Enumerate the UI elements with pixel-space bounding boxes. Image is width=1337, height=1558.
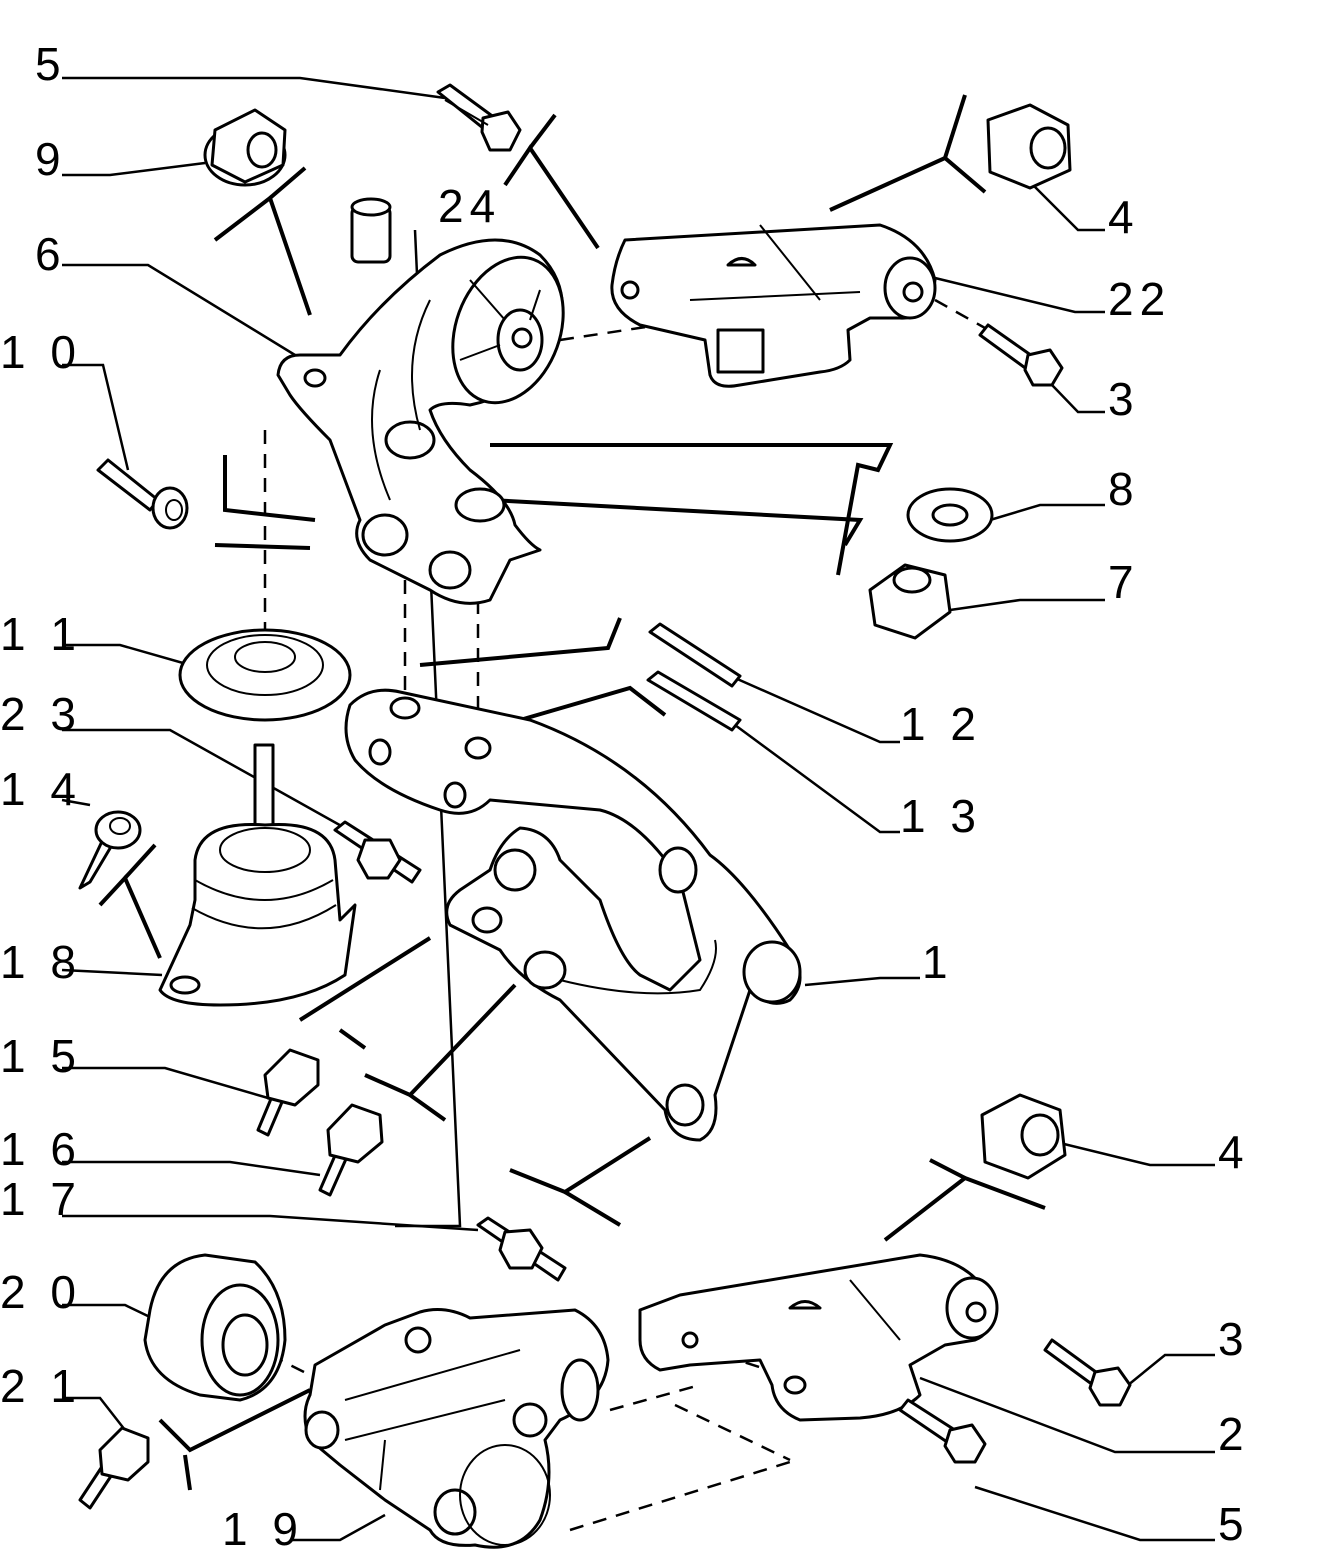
callout-14: 1 4 xyxy=(0,763,82,815)
nut-4-top xyxy=(986,103,1072,190)
stud-13 xyxy=(646,670,742,732)
callout-12: 1 2 xyxy=(900,698,982,750)
bolt-23 xyxy=(333,820,422,884)
callout-labels: 5 9 6 1 0 1 1 2 3 1 4 1 8 1 5 1 6 1 7 2 … xyxy=(0,38,1250,1555)
nut-9 xyxy=(203,108,287,187)
stud-12 xyxy=(648,622,742,688)
link-22 xyxy=(610,223,937,388)
bolt-5-bottom xyxy=(898,1398,987,1464)
bolt-14 xyxy=(78,810,142,890)
bolt-17 xyxy=(476,1216,567,1282)
callout-6: 6 xyxy=(35,228,67,280)
callout-21: 2 1 xyxy=(0,1360,82,1412)
bracket-6 xyxy=(276,238,565,605)
callout-1: 1 xyxy=(922,936,954,988)
bolt-15 xyxy=(256,1048,320,1137)
nut-4-bottom xyxy=(980,1093,1067,1180)
callout-3-bottom: 3 xyxy=(1218,1313,1250,1365)
callout-13: 1 3 xyxy=(900,790,982,842)
link-2 xyxy=(638,1253,999,1422)
bolt-16 xyxy=(318,1103,384,1197)
callout-16: 1 6 xyxy=(0,1123,82,1175)
washer-8 xyxy=(906,487,994,543)
callout-20: 2 0 xyxy=(0,1266,82,1318)
callout-2: 2 xyxy=(1218,1408,1250,1460)
bracket-1 xyxy=(344,688,802,1142)
callout-4-top: 4 xyxy=(1108,191,1140,243)
callout-10: 1 0 xyxy=(0,326,82,378)
bolt-10 xyxy=(96,458,189,530)
callout-4-bottom: 4 xyxy=(1218,1126,1250,1178)
mount-18 xyxy=(158,743,357,1007)
callout-17: 1 7 xyxy=(0,1173,82,1225)
bolt-5-top xyxy=(436,83,522,152)
callout-3-top: 3 xyxy=(1108,373,1140,425)
callout-22: 22 xyxy=(1108,273,1171,325)
break-markers xyxy=(98,94,1046,1491)
callout-8: 8 xyxy=(1108,463,1140,515)
callout-23: 2 3 xyxy=(0,688,82,740)
callout-5-bottom: 5 xyxy=(1218,1498,1250,1550)
callout-18: 1 8 xyxy=(0,936,82,988)
bracket-19 xyxy=(303,1308,610,1549)
bolt-21 xyxy=(78,1426,150,1510)
bolt-3-top xyxy=(978,323,1064,387)
pad-11 xyxy=(178,628,352,722)
callout-19: 1 9 xyxy=(222,1503,304,1555)
nut-7 xyxy=(868,563,952,640)
bolt-3-bottom xyxy=(1043,1338,1132,1407)
callout-9: 9 xyxy=(35,133,67,185)
callout-15: 1 5 xyxy=(0,1030,82,1082)
callout-7: 7 xyxy=(1108,556,1140,608)
pin-24 xyxy=(350,197,392,264)
callout-24: 24 xyxy=(438,180,501,232)
callout-5-top: 5 xyxy=(35,38,67,90)
callout-11: 1 1 xyxy=(0,608,82,660)
bushing-20 xyxy=(143,1253,287,1402)
